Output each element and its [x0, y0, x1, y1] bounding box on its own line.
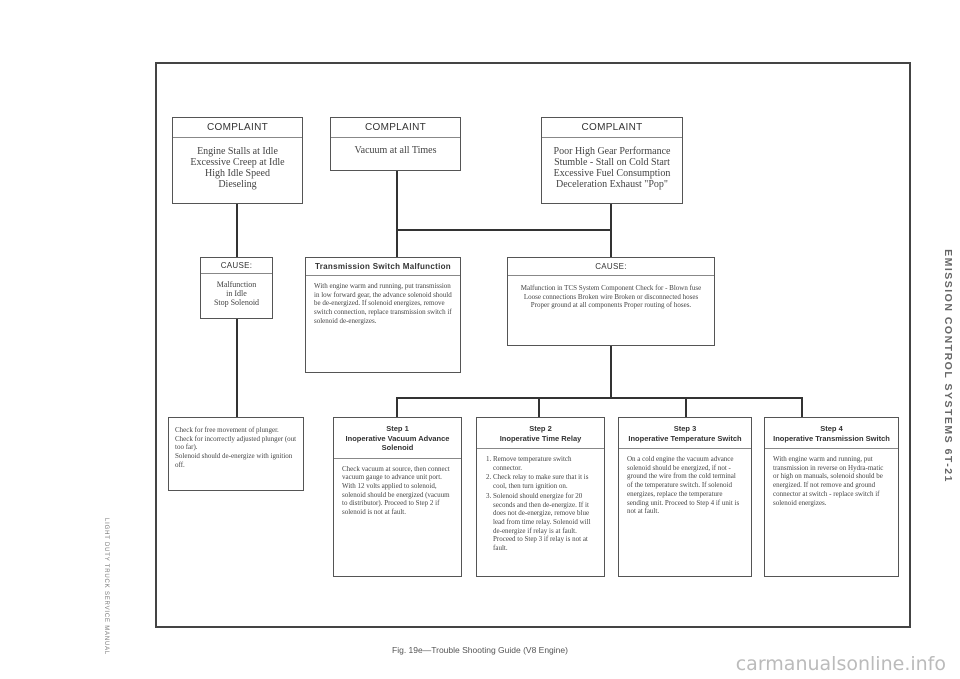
- connector: [610, 345, 612, 399]
- section-title: EMISSION CONTROL SYSTEMS 6T-21: [942, 249, 954, 483]
- cause-header: CAUSE:: [201, 258, 272, 274]
- connector: [396, 229, 612, 231]
- cause-box-idle-stop: CAUSE: Malfunction in Idle Stop Solenoid: [200, 257, 273, 319]
- cause-header: CAUSE:: [508, 258, 714, 276]
- step-text: With engine warm and running, put transm…: [773, 455, 884, 507]
- connector: [610, 229, 612, 257]
- cause-text: Malfunction in TCS System Component Chec…: [520, 284, 702, 310]
- step-text: Check vacuum at source, then connect vac…: [342, 464, 450, 517]
- step-3-box: Step 3 Inoperative Temperature Switch On…: [618, 417, 752, 577]
- step-4-box: Step 4 Inoperative Transmission Switch W…: [764, 417, 899, 577]
- complaint-text: Poor High Gear Performance Stumble - Sta…: [553, 146, 671, 190]
- connector: [538, 397, 540, 417]
- step-item: Check relay to make sure that it is cool…: [493, 473, 596, 490]
- step-header: Step 4 Inoperative Transmission Switch: [765, 418, 898, 449]
- connector: [236, 203, 238, 257]
- figure-caption: Fig. 19e—Trouble Shooting Guide (V8 Engi…: [392, 645, 568, 655]
- complaint-box-1: COMPLAINT Engine Stalls at Idle Excessiv…: [172, 117, 303, 204]
- complaint-box-2: COMPLAINT Vacuum at all Times: [330, 117, 461, 171]
- connector: [396, 170, 398, 230]
- step-item: Solenoid should energize for 20 seconds …: [493, 492, 596, 553]
- step-text: Remove temperature switch connector. Che…: [477, 449, 604, 560]
- step-header: Step 3 Inoperative Temperature Switch: [619, 418, 751, 449]
- box-text: With engine warm and running, put transm…: [314, 282, 452, 325]
- complaint-header: COMPLAINT: [542, 118, 682, 138]
- connector: [396, 229, 398, 257]
- manual-title: LIGHT DUTY TRUCK SERVICE MANUAL: [103, 518, 109, 656]
- connector: [396, 397, 802, 399]
- connector: [396, 397, 398, 417]
- check-text: Check for free movement of plunger. Chec…: [175, 426, 297, 469]
- step-2-box: Step 2 Inoperative Time Relay Remove tem…: [476, 417, 605, 577]
- step-item: Remove temperature switch connector.: [493, 455, 596, 472]
- connector: [685, 397, 687, 417]
- check-plunger-box: Check for free movement of plunger. Chec…: [168, 417, 304, 491]
- box-header: Transmission Switch Malfunction: [306, 258, 460, 276]
- cause-text: Malfunction in Idle Stop Solenoid: [213, 280, 260, 307]
- transmission-switch-box: Transmission Switch Malfunction With eng…: [305, 257, 461, 373]
- complaint-text: Engine Stalls at Idle Excessive Creep at…: [190, 146, 285, 190]
- watermark: carmanualsonline.info: [735, 653, 946, 675]
- step-1-box: Step 1 Inoperative Vacuum Advance Soleno…: [333, 417, 462, 577]
- connector: [236, 318, 238, 418]
- complaint-box-3: COMPLAINT Poor High Gear Performance Stu…: [541, 117, 683, 204]
- complaint-header: COMPLAINT: [173, 118, 302, 138]
- connector: [610, 203, 612, 230]
- cause-box-tcs: CAUSE: Malfunction in TCS System Compone…: [507, 257, 715, 346]
- complaint-text: Vacuum at all Times: [354, 145, 437, 156]
- step-header: Step 1 Inoperative Vacuum Advance Soleno…: [334, 418, 461, 459]
- diagram-frame: [155, 62, 911, 628]
- step-header: Step 2 Inoperative Time Relay: [477, 418, 604, 449]
- complaint-header: COMPLAINT: [331, 118, 460, 138]
- step-text: On a cold engine the vacuum advance sole…: [627, 455, 740, 516]
- connector: [801, 397, 803, 417]
